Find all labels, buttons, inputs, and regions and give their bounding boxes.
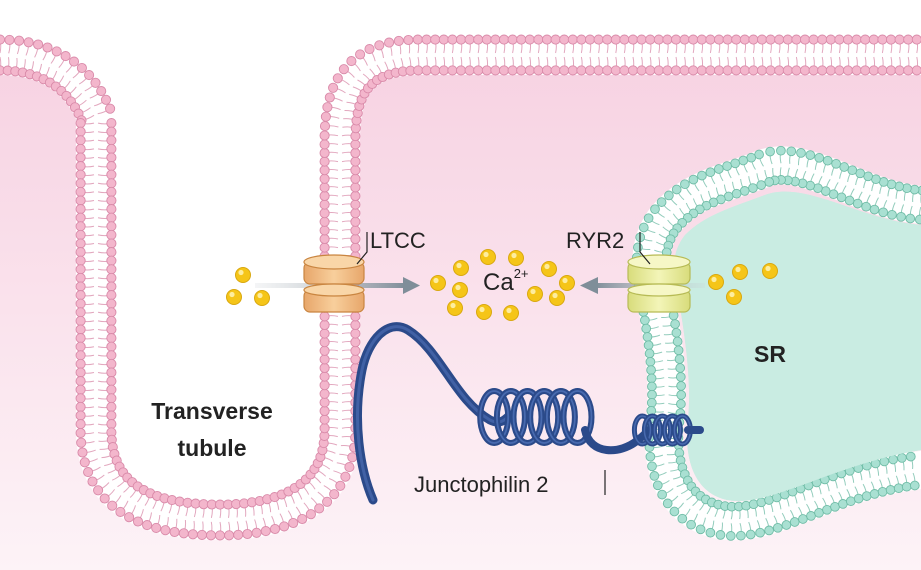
calcium-ion [541, 261, 557, 277]
calcium-ion [480, 249, 496, 265]
calcium-ion [508, 250, 524, 266]
tubule-label-line1: Transverse [151, 398, 272, 424]
ryr2-label: RYR2 [566, 228, 624, 253]
calcium-ion [476, 304, 492, 320]
calcium-symbol: Ca [483, 269, 514, 296]
calcium-ion [235, 267, 251, 283]
calcium-ion [226, 289, 242, 305]
calcium-ion [527, 286, 543, 302]
calcium-ion [453, 260, 469, 276]
calcium-charge: 2+ [514, 266, 529, 281]
calcium-ions [226, 249, 778, 321]
ryr2-leader-line [639, 232, 651, 265]
ltcc-label: LTCC [370, 228, 426, 253]
calcium-ion [726, 289, 742, 305]
ryr2-channel [627, 254, 691, 313]
junctophilin-label: Junctophilin 2 [414, 472, 549, 497]
calcium-ion [254, 290, 270, 306]
sarcolemma-membrane [0, 34, 921, 541]
junctophilin-protein [353, 322, 704, 505]
tubule-label-line2: tubule [178, 435, 247, 461]
calcium-ion [559, 275, 575, 291]
sr-label: SR [754, 341, 786, 367]
calcium-ion [732, 264, 748, 280]
calcium-ion [430, 275, 446, 291]
ltcc-leader-line [356, 232, 368, 265]
calcium-ion [447, 300, 463, 316]
calcium-ion [708, 274, 724, 290]
ltcc-channel [303, 254, 365, 313]
calcium-ion [549, 290, 565, 306]
calcium-label: Ca2+ [483, 266, 529, 296]
calcium-ion [452, 282, 468, 298]
calcium-ion [762, 263, 778, 279]
calcium-ion [503, 305, 519, 321]
